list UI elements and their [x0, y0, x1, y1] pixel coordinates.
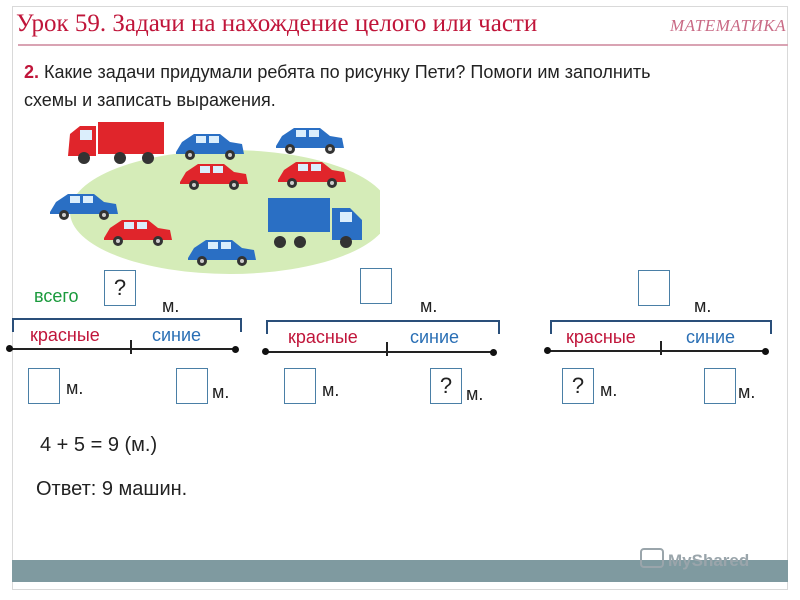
- total-unit: м.: [694, 296, 712, 316]
- total-unit: м.: [162, 296, 180, 316]
- left-part-label: красные: [30, 325, 100, 345]
- total-bracket: [266, 320, 500, 334]
- right-part-label: синие: [686, 327, 736, 347]
- left-part-unit: м.: [600, 380, 618, 400]
- subject-label: МАТЕМАТИКА: [669, 16, 786, 35]
- segment-line: [548, 350, 766, 352]
- left-part-box[interactable]: ?: [562, 368, 594, 404]
- left-part-label: красные: [288, 327, 358, 347]
- segment-end-dot: [490, 349, 497, 356]
- task-text: 2. Какие задачи придумали ребята по рису…: [24, 58, 704, 114]
- segment-start-dot: [262, 348, 269, 355]
- task-number: 2.: [24, 62, 40, 82]
- right-part-label: синие: [410, 327, 460, 347]
- task-question: Какие задачи придумали ребята по рисунку…: [24, 62, 651, 110]
- presentation-icon: [640, 548, 664, 568]
- watermark: MyShared: [640, 548, 749, 571]
- left-part-unit: м.: [322, 380, 340, 400]
- segment-start-dot: [6, 345, 13, 352]
- blue-truck: [268, 198, 362, 248]
- right-part-unit: м.: [738, 382, 756, 402]
- total-bracket: [550, 320, 772, 334]
- left-part-unit: м.: [66, 378, 84, 398]
- blue-car: [276, 128, 344, 154]
- total-unit: м.: [420, 296, 438, 316]
- left-part-box[interactable]: [284, 368, 316, 404]
- right-part-label: синие: [152, 325, 202, 345]
- total-box[interactable]: [360, 268, 392, 304]
- left-part-box[interactable]: [28, 368, 60, 404]
- segment-end-dot: [762, 348, 769, 355]
- cars-illustration: [50, 122, 380, 274]
- lesson-title: Урок 59. Задачи на нахождение целого или…: [16, 10, 538, 37]
- segment-start-dot: [544, 347, 551, 354]
- segment-divider-tick: [130, 340, 132, 354]
- segment-end-dot: [232, 346, 239, 353]
- right-part-box[interactable]: [176, 368, 208, 404]
- segment-line: [10, 348, 236, 350]
- segment-divider-tick: [386, 342, 388, 356]
- watermark-text: MyShared: [668, 551, 750, 570]
- footer-bar: [12, 560, 788, 582]
- total-label: всего: [34, 286, 79, 306]
- right-part-box[interactable]: [704, 368, 736, 404]
- solution-expression: 4 + 5 = 9 (м.): [40, 434, 158, 456]
- segment-divider-tick: [660, 341, 662, 355]
- right-part-box[interactable]: ?: [430, 368, 462, 404]
- total-bracket: [12, 318, 242, 332]
- total-box[interactable]: [638, 270, 670, 306]
- segment-line: [266, 351, 494, 353]
- total-box[interactable]: ?: [104, 270, 136, 306]
- title-divider: [18, 44, 788, 46]
- right-part-unit: м.: [466, 384, 484, 404]
- red-truck: [68, 122, 164, 164]
- left-part-label: красные: [566, 327, 636, 347]
- solution-answer: Ответ: 9 машин.: [36, 478, 188, 500]
- right-part-unit: м.: [212, 382, 230, 402]
